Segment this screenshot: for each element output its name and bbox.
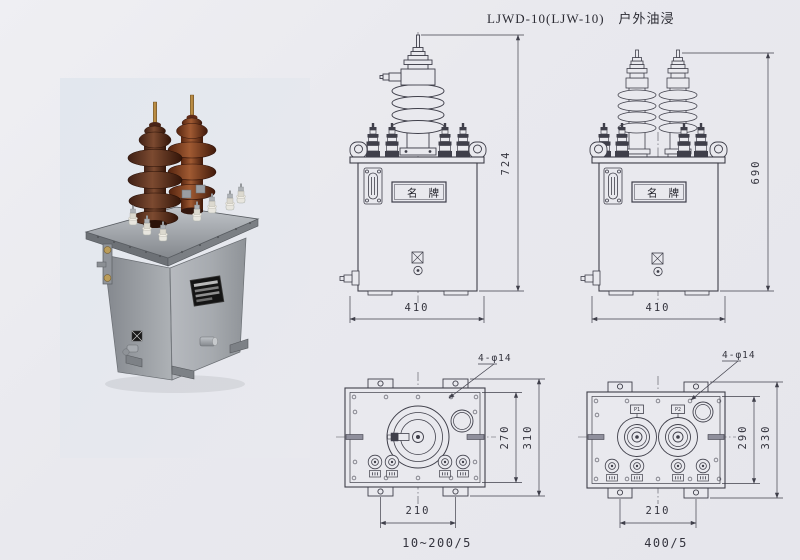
nameplate-label: 名牌: [407, 187, 450, 200]
side-plug: [707, 434, 725, 440]
mounting-hole: [616, 383, 624, 390]
technical-drawings: 名牌 724: [336, 32, 783, 550]
secondary-terminal: [455, 454, 471, 478]
svg-text:310: 310: [522, 425, 534, 450]
mounting-hole: [692, 383, 700, 390]
mounting-hole: [452, 380, 459, 387]
dimension-690: 690: [682, 52, 774, 292]
secondary-terminal: [670, 458, 686, 482]
primary-bushing-top: [386, 405, 450, 469]
nameplate: 名牌: [631, 181, 690, 203]
hole-note: 4-φ14: [690, 350, 756, 401]
svg-text:210: 210: [646, 505, 671, 517]
dimension-310: 310: [470, 378, 545, 497]
foot: [684, 290, 710, 296]
terminal-marker-p1: P1: [630, 404, 644, 414]
svg-text:724: 724: [500, 151, 512, 176]
front-view-single-drawing: 名牌 724: [339, 32, 524, 323]
terminal-label-p2: P2: [675, 407, 681, 413]
side-plug: [345, 434, 364, 440]
dimension-210: 210: [380, 497, 456, 528]
svg-text:4-φ14: 4-φ14: [722, 350, 756, 361]
secondary-terminal: [437, 454, 453, 478]
dimension-270: 270: [482, 392, 522, 483]
side-plug: [466, 434, 485, 440]
svg-text:690: 690: [750, 160, 762, 185]
top-view-single-drawing: 4-φ14 270 310 210 10~2: [336, 353, 545, 550]
drain-valve: [592, 270, 601, 286]
photo-secondary-bushings: [127, 183, 247, 242]
drain-valve: [351, 270, 360, 286]
product-photo: [60, 78, 310, 458]
hole-note: 4-φ14: [448, 353, 512, 399]
secondary-terminal: [384, 454, 400, 478]
nameplate-label: 名牌: [647, 187, 690, 200]
oil-gauge: [363, 167, 383, 205]
mounting-hole: [377, 488, 384, 495]
mounting-hole: [377, 380, 384, 387]
ratio-caption: 10~200/5: [402, 536, 472, 550]
photo-tank: [103, 237, 249, 381]
ratio-caption: 400/5: [644, 536, 688, 550]
front-view-double-drawing: 名牌 690: [580, 49, 774, 323]
dimension-210: 210: [619, 499, 697, 528]
photo-foot: [125, 354, 143, 368]
secondary-terminal: [629, 458, 645, 482]
foot: [443, 290, 469, 296]
photo-foot: [171, 365, 195, 380]
secondary-terminal: [367, 454, 383, 478]
top-plate: [349, 156, 485, 164]
photo-side-plug: [199, 336, 218, 347]
terminal-label-p1: P1: [634, 407, 640, 413]
terminal-marker-p2: P2: [671, 404, 685, 414]
photo-foot: [229, 338, 249, 354]
svg-text:330: 330: [760, 425, 772, 450]
photo-small-label: [131, 330, 143, 342]
photo-nameplate: [189, 275, 225, 307]
photo-shadow: [105, 375, 245, 393]
svg-text:4-φ14: 4-φ14: [478, 353, 512, 364]
mounting-hole: [616, 489, 624, 496]
foot: [367, 290, 393, 296]
oil-fill-port: [450, 409, 474, 433]
secondary-bushing: [455, 122, 471, 158]
photo-drain-valve: [122, 344, 139, 356]
dimension-330: 330: [710, 381, 783, 499]
top-plate: [591, 156, 726, 164]
svg-text:410: 410: [646, 302, 671, 314]
secondary-terminal: [604, 458, 620, 482]
photo-insulator-left: [127, 101, 183, 228]
tank-fittings: [339, 251, 469, 296]
secondary-terminal: [695, 458, 711, 482]
svg-text:410: 410: [405, 302, 430, 314]
top-view-double-drawing: P1 P2 4-φ14: [578, 350, 783, 550]
page-title: LJWD-10(LJW-10) 户外油浸: [487, 11, 675, 26]
tank-fittings: [580, 252, 710, 296]
mounting-hole: [692, 489, 700, 496]
photo-side-bracket: [96, 243, 113, 285]
foot: [608, 290, 634, 296]
nameplate: 名牌: [391, 181, 450, 203]
dimension-724: 724: [421, 34, 524, 292]
svg-text:270: 270: [499, 425, 511, 450]
primary-bushing: [658, 49, 698, 158]
oil-fill-port: [692, 401, 714, 423]
svg-text:210: 210: [406, 505, 431, 517]
dimension-290: 290: [722, 396, 760, 484]
svg-text:290: 290: [737, 425, 749, 450]
secondary-bushing: [365, 122, 381, 158]
mounting-hole: [452, 488, 459, 495]
dimension-410: 410: [349, 296, 485, 323]
oil-gauge: [603, 167, 623, 205]
side-plug: [587, 434, 605, 440]
dimension-410: 410: [591, 296, 726, 323]
